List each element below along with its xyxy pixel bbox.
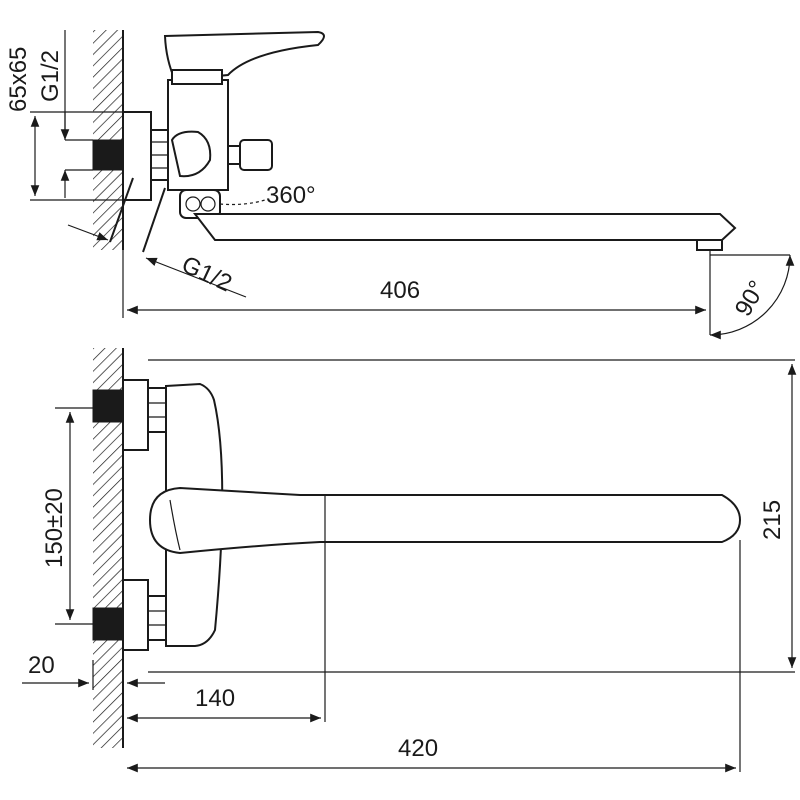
knob-top (239, 139, 273, 171)
spout-front (148, 486, 742, 555)
diag-line-1 (109, 177, 134, 243)
spout-reach-label: 406 (380, 277, 420, 304)
aerator-top (696, 239, 723, 251)
lower-plate-front (122, 579, 149, 651)
wall-plate-top (122, 111, 152, 201)
angle-90-arc (709, 254, 795, 340)
fitting-size-label: 65x65 (5, 47, 32, 112)
lever-handle-top (163, 30, 325, 82)
diag-line-2 (142, 187, 166, 253)
lower-nut-front (147, 595, 167, 641)
spout-top (192, 213, 737, 241)
upper-plate-front (122, 379, 149, 451)
handle-collar-top (171, 69, 223, 85)
pipe-socket-top (92, 139, 124, 171)
diag-dim-arrow-1 (67, 224, 109, 241)
connection-thread-label: G1/2 (37, 50, 64, 102)
diagonal-thread-label: G1/2 (177, 251, 236, 297)
handle-reach-label: 140 (195, 685, 235, 712)
front-view (22, 348, 797, 773)
upper-socket-front (92, 389, 124, 423)
knob-stem-top (227, 145, 241, 165)
lower-socket-front (92, 607, 124, 641)
outlet-angle-label: 90° (730, 276, 772, 321)
overall-length-label: 420 (398, 735, 438, 762)
rotation-label: 360° (266, 182, 316, 209)
centers-label: 150±20 (41, 488, 68, 568)
top-view (30, 30, 795, 340)
diag-dim-arrow-2 (145, 257, 247, 298)
height-label: 215 (759, 500, 786, 540)
wall-offset-label: 20 (28, 652, 55, 679)
upper-nut-front (147, 387, 167, 433)
rotation-arc (219, 199, 266, 206)
diverter-top (170, 130, 212, 178)
